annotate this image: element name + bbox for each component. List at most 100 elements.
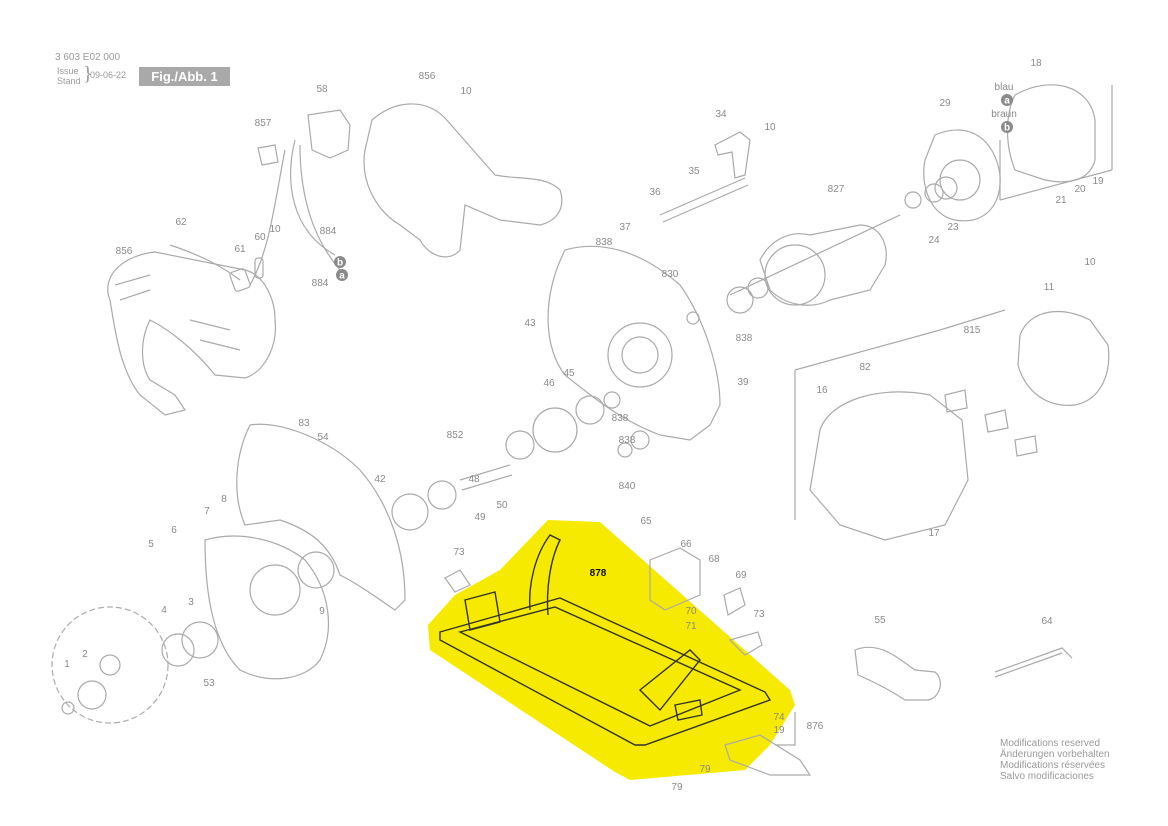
flange-42 (391, 493, 429, 531)
part-label-815: 815 (964, 325, 981, 336)
part-label-69: 69 (735, 570, 747, 581)
part-label-73b: 73 (753, 609, 765, 620)
part-label-54: 54 (317, 432, 329, 443)
part-label-11: 11 (1044, 282, 1055, 293)
part-label-35: 35 (688, 166, 700, 177)
part-label-830: 830 (662, 269, 679, 280)
document-code: 3 603 E02 000 (55, 52, 121, 63)
housing-bore (607, 322, 673, 388)
wire-marker-a-right (1001, 94, 1013, 106)
part-label-36: 36 (649, 187, 661, 198)
bolt-1 (61, 701, 75, 715)
knob-73 (444, 569, 471, 593)
bearing-838c (603, 391, 621, 409)
part-label-65: 65 (640, 516, 652, 527)
part-label-884a: 884 (320, 226, 337, 237)
part-label-838a: 838 (596, 237, 613, 248)
blade-guard-54 (236, 423, 406, 611)
part-label-60: 60 (254, 232, 266, 243)
modifications-notice: Modifications reserved Änderungen vorbeh… (1000, 738, 1110, 782)
wire-marker-a-left-letter: a (339, 271, 345, 282)
brace-glyph: } (83, 63, 93, 85)
part-label-29: 29 (939, 98, 951, 109)
stand-label: Stand (57, 76, 81, 86)
wire-marker-a-right-letter: a (1004, 96, 1010, 107)
spindle-49 (459, 464, 513, 491)
housing-bore-inner (621, 336, 659, 374)
cord-sleeve-61 (229, 268, 251, 292)
part-label-61: 61 (234, 244, 246, 255)
part-label-20: 20 (1074, 184, 1086, 195)
part-label-852: 852 (447, 430, 464, 441)
part-label-838d: 838 (619, 435, 636, 446)
carbon-brushes (944, 389, 1038, 457)
part-label-3: 3 (188, 597, 194, 608)
clamp-60 (254, 257, 264, 279)
wire-marker-b-left-letter: b (337, 258, 343, 269)
part-label-45: 45 (563, 368, 575, 379)
part-label-838c: 838 (612, 413, 629, 424)
wire-marker-b-right-letter: b (1004, 123, 1010, 134)
knob-73b (728, 631, 763, 656)
brush-holder-18 (1006, 84, 1096, 183)
front-tab (674, 699, 703, 721)
part-label-840: 840 (619, 481, 636, 492)
part-label-878: 878 (590, 568, 607, 579)
rear-handle-856 (107, 251, 277, 416)
part-label-19a: 19 (1092, 176, 1104, 187)
fan-cover-bore (939, 159, 981, 201)
issue-stand-labels: Issue Stand (57, 66, 81, 86)
part-label-5: 5 (148, 539, 154, 550)
footer-line-es: Salvo modificaciones (1000, 771, 1094, 782)
guard-bore (249, 564, 301, 616)
saw-blade-3 (51, 606, 169, 724)
lever-34 (714, 131, 751, 179)
shaft-35 (659, 177, 749, 223)
part-label-17: 17 (928, 528, 940, 539)
part-label-21: 21 (1055, 195, 1067, 206)
part-label-64: 64 (1041, 616, 1053, 627)
ring-53 (181, 621, 219, 659)
front-guide (638, 649, 701, 712)
dust-adapter-55 (854, 646, 941, 701)
wire-marker-a-left (336, 269, 348, 281)
ring-9 (297, 551, 335, 589)
part-label-10a: 10 (460, 86, 472, 97)
part-label-62: 62 (175, 217, 187, 228)
part-label-71: 71 (685, 621, 697, 632)
part-label-55: 55 (874, 615, 886, 626)
part-label-83: 83 (298, 418, 310, 429)
part-label-79b: 79 (671, 782, 683, 793)
part-label-1: 1 (64, 659, 70, 670)
handle-grip-texture (114, 274, 241, 351)
part-label-74: 74 (773, 712, 785, 723)
lower-guard-7 (204, 535, 330, 680)
footer-line-fr: Modifications réservées (1000, 760, 1106, 771)
base-plate-878 (439, 597, 772, 746)
bracket-right (775, 712, 796, 746)
wire-color-label: blau (995, 82, 1014, 93)
part-label-73a: 73 (453, 547, 465, 558)
part-label-23: 23 (947, 222, 959, 233)
part-label-827: 827 (828, 184, 845, 195)
base-plate-highlight (428, 520, 795, 780)
rear-tab (464, 591, 501, 631)
part-label-884b: 884 (312, 278, 329, 289)
figure-label: Fig./Abb. 1 (139, 67, 230, 86)
fan-cover-29 (923, 129, 1001, 222)
lever-876 (724, 734, 812, 776)
part-label-43: 43 (524, 318, 536, 329)
part-label-66: 66 (680, 539, 692, 550)
part-label-39: 39 (737, 377, 749, 388)
part-label-9: 9 (319, 606, 325, 617)
footer-line-en: Modifications reserved (1000, 738, 1101, 749)
handle-half-856 (363, 103, 563, 258)
bearing-small (904, 191, 922, 209)
flange-2 (77, 680, 107, 710)
part-label-6: 6 (171, 525, 177, 536)
part-label-838b: 838 (736, 333, 753, 344)
fan (764, 244, 826, 306)
switch-58 (307, 109, 351, 159)
